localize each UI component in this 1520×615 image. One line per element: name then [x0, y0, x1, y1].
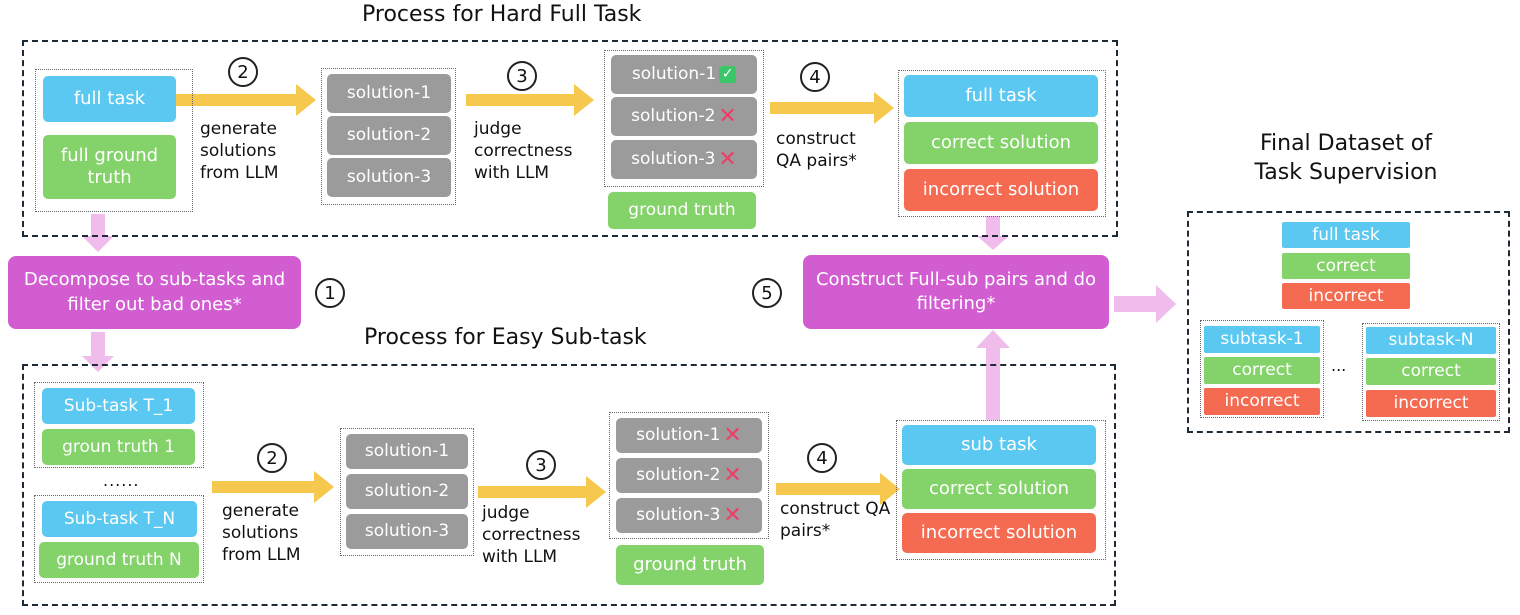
cross-icon: ✕ — [723, 502, 742, 528]
judged-solution-label: solution-3 — [636, 505, 721, 526]
construct-label-bottom: construct QA pairs* — [780, 499, 891, 542]
solutions-group-bottom — [340, 428, 474, 556]
step-3-circle-bottom: 3 — [526, 450, 556, 480]
cross-icon: ✕ — [718, 146, 737, 172]
arrow-to-decompose — [82, 214, 114, 252]
subtask-1-box: Sub-task T_1 — [42, 388, 195, 424]
full-task-box: full task — [43, 76, 176, 122]
top-process-title: Process for Hard Full Task — [362, 2, 642, 27]
judge-label-bottom: judge correctness with LLM — [482, 503, 581, 568]
arrow-judge-top — [466, 84, 594, 116]
easy-subtask-container — [22, 364, 1116, 606]
check-icon: ✓ — [719, 66, 737, 83]
generate-label-bottom: generate solutions from LLM — [222, 501, 301, 566]
qa-correct-solution-box: correct solution — [902, 469, 1096, 509]
full-task-group — [35, 69, 193, 212]
subtask-n-box: Sub-task T_N — [42, 501, 197, 537]
subtask-1-group — [34, 382, 204, 468]
qa-group-bottom — [896, 420, 1106, 560]
final-dataset-title: Final Dataset of Task Supervision — [1254, 131, 1438, 185]
hard-full-task-container — [22, 40, 1118, 237]
judged-solution-box: solution-3✕ — [616, 498, 762, 533]
final-subtask-1-incorrect-box: incorrect — [1204, 388, 1320, 415]
final-subtask-1-box: subtask-1 — [1204, 326, 1320, 353]
solution-box: solution-1 — [346, 434, 468, 469]
solution-box: solution-3 — [327, 158, 451, 197]
step-2-circle-bottom: 2 — [257, 443, 287, 473]
judged-solution-box: solution-2✕ — [611, 97, 757, 136]
generate-label-top: generate solutions from LLM — [200, 119, 279, 184]
arrow-subqa-to-construct — [976, 330, 1010, 420]
final-subtask-n-correct-box: correct — [1366, 358, 1496, 385]
solution-box: solution-3 — [346, 514, 468, 549]
arrow-qa-to-construct — [977, 216, 1009, 250]
step-1-circle: 1 — [315, 278, 345, 308]
final-correct-box: correct — [1282, 253, 1410, 279]
ground-truth-box-bottom: ground truth — [616, 545, 764, 585]
construct-pairs-box: Construct Full-sub pairs and do filterin… — [803, 255, 1109, 329]
groundtruth-n-box: ground truth N — [39, 542, 199, 578]
qa-incorrect-solution-box: incorrect solution — [904, 169, 1098, 211]
cross-icon: ✕ — [723, 422, 742, 448]
final-ellipsis: ... — [1331, 356, 1347, 375]
judged-group-top — [604, 50, 764, 187]
final-full-task-box: full task — [1282, 222, 1410, 248]
final-dataset-container — [1187, 211, 1510, 433]
step-4-circle-top: 4 — [800, 62, 830, 92]
arrow-to-subtasks — [82, 332, 114, 372]
top-yellow-arrows — [176, 84, 894, 124]
judged-solution-box: solution-3✕ — [611, 140, 757, 179]
final-subtask-n-box: subtask-N — [1366, 327, 1496, 354]
qa-sub-task-box: sub task — [902, 425, 1096, 465]
construct-label-top: construct QA pairs* — [776, 129, 857, 172]
judged-solution-label: solution-3 — [631, 149, 716, 170]
judged-solution-box: solution-1✓ — [611, 55, 757, 94]
step-2-circle-top: 2 — [228, 57, 258, 87]
judged-group-bottom — [609, 412, 769, 539]
groundtruth-1-box: groun truth 1 — [42, 429, 195, 465]
solution-box: solution-2 — [346, 474, 468, 509]
arrow-construct-top — [770, 92, 894, 124]
qa-full-task-box: full task — [904, 75, 1098, 117]
arrow-judge-bottom — [478, 476, 606, 508]
judged-solution-label: solution-2 — [631, 106, 716, 127]
step-4-circle-bottom: 4 — [807, 443, 837, 473]
pink-arrows — [82, 214, 1176, 420]
judged-solution-box: solution-1✕ — [616, 418, 762, 453]
solution-box: solution-2 — [327, 116, 451, 155]
final-subtask-n-incorrect-box: incorrect — [1366, 390, 1496, 417]
bottom-yellow-arrows — [212, 471, 900, 508]
final-subtask-1-group — [1200, 320, 1324, 418]
full-ground-truth-box: full ground truth — [43, 135, 176, 199]
step-3-circle-top: 3 — [507, 61, 537, 91]
final-subtask-1-correct-box: correct — [1204, 357, 1320, 384]
judged-solution-label: solution-1 — [631, 64, 717, 85]
qa-group-top — [898, 70, 1106, 217]
judged-solution-label: solution-1 — [636, 425, 721, 446]
cross-icon: ✕ — [718, 103, 737, 129]
final-subtask-n-group — [1362, 323, 1500, 421]
arrow-generate-top — [176, 84, 316, 116]
subtask-n-group — [34, 495, 204, 583]
arrow-generate-bottom — [212, 471, 334, 503]
step-5-circle: 5 — [752, 278, 782, 308]
judge-label-top: judge correctness with LLM — [474, 119, 573, 184]
ground-truth-box-top: ground truth — [608, 192, 756, 229]
qa-incorrect-solution-box: incorrect solution — [902, 513, 1096, 553]
arrow-to-final — [1114, 285, 1176, 323]
judged-solution-box: solution-2✕ — [616, 458, 762, 493]
subtask-ellipsis: ...... — [103, 471, 140, 490]
decompose-box: Decompose to sub-tasks and filter out ba… — [8, 256, 301, 329]
judged-solution-label: solution-2 — [636, 465, 721, 486]
final-incorrect-box: incorrect — [1282, 283, 1410, 309]
bottom-process-title: Process for Easy Sub-task — [364, 325, 647, 350]
arrow-construct-bottom — [776, 473, 900, 505]
qa-correct-solution-box: correct solution — [904, 122, 1098, 164]
solutions-group-top — [321, 68, 456, 205]
solution-box: solution-1 — [327, 74, 451, 113]
cross-icon: ✕ — [723, 462, 742, 488]
